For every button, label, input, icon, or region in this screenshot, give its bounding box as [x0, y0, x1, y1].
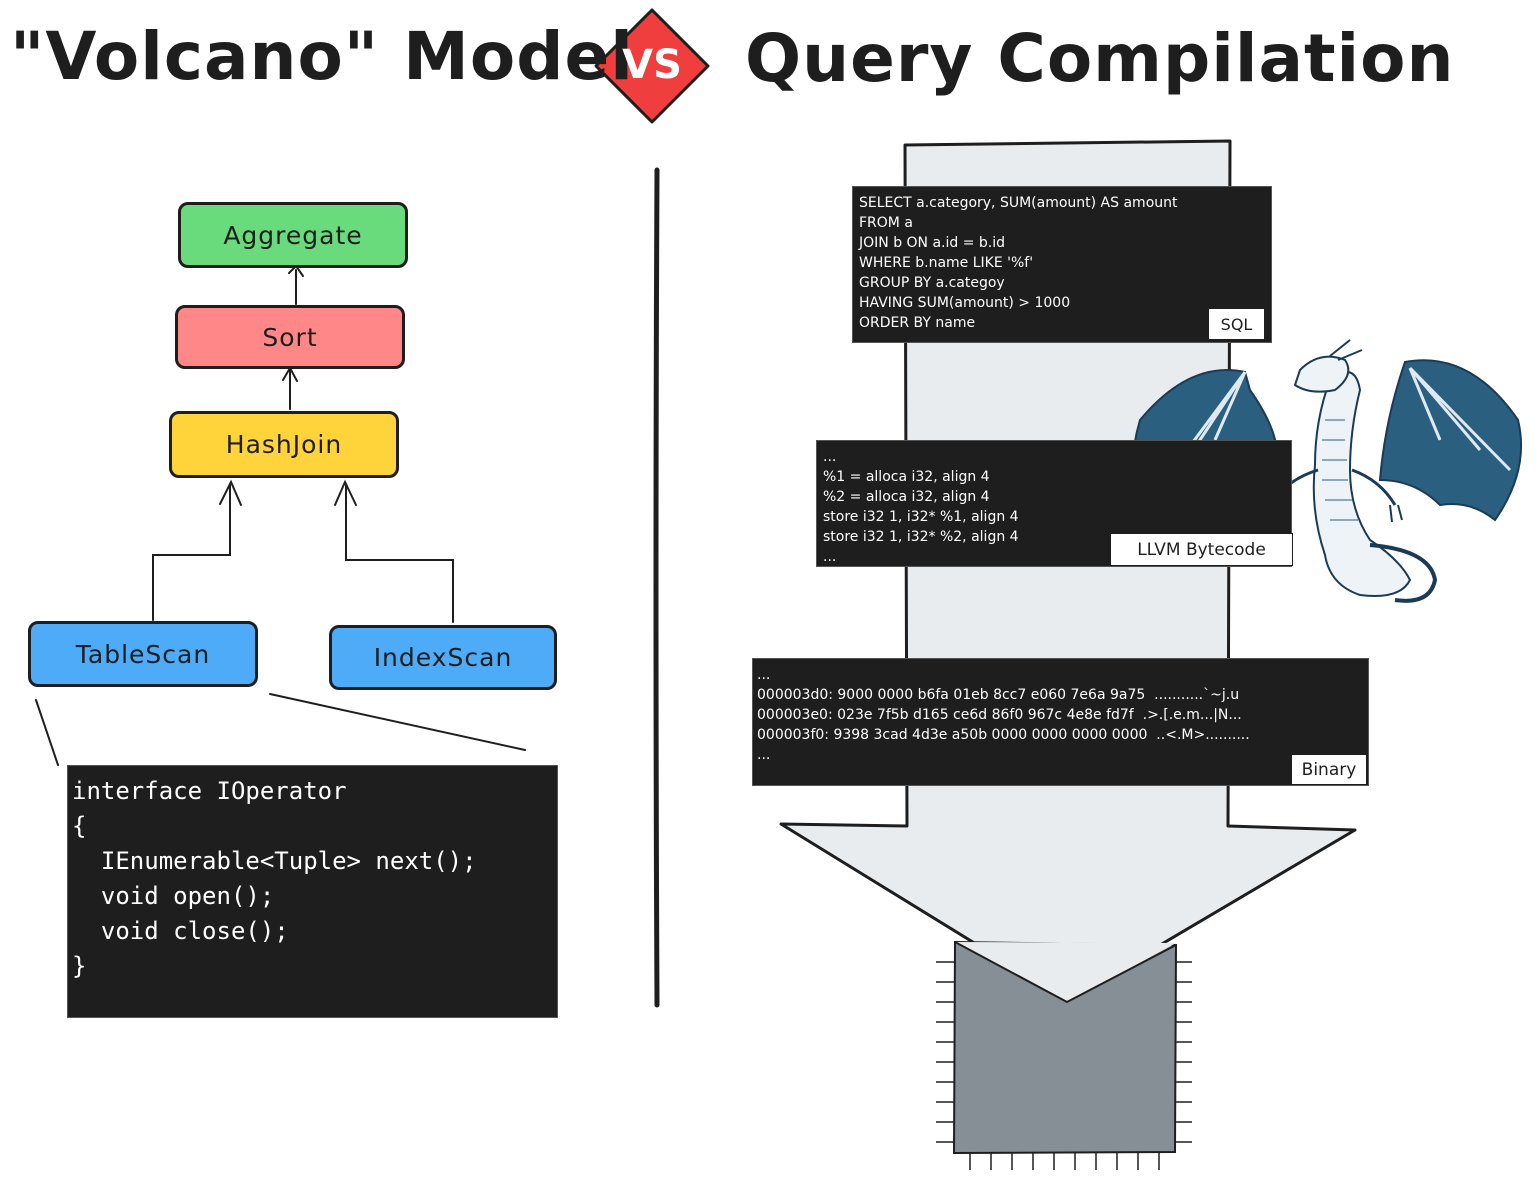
node-aggregate: Aggregate	[178, 202, 408, 268]
code-line: }	[72, 952, 87, 980]
sql-code-box: SELECT a.category, SUM(amount) AS amount…	[852, 186, 1272, 343]
code-line: ORDER BY name	[859, 315, 976, 331]
ioperator-code-box: interface IOperator { IEnumerable<Tuple>…	[67, 765, 558, 1018]
code-line: void open();	[72, 882, 275, 910]
code-line: SELECT a.category, SUM(amount) AS amount	[859, 195, 1178, 211]
binary-tag: Binary	[1291, 754, 1367, 785]
code-line: ...	[823, 549, 837, 565]
sql-tag: SQL	[1208, 308, 1265, 340]
code-line: IEnumerable<Tuple> next();	[72, 847, 477, 875]
vs-label: VS	[622, 42, 682, 88]
ioperator-code: interface IOperator { IEnumerable<Tuple>…	[72, 774, 553, 984]
node-sort: Sort	[175, 305, 405, 369]
node-tablescan: TableScan	[28, 621, 258, 687]
code-line: JOIN b ON a.id = b.id	[859, 235, 1006, 251]
llvm-code: ... %1 = alloca i32, align 4 %2 = alloca…	[823, 447, 1285, 567]
code-line: %2 = alloca i32, align 4	[823, 489, 990, 505]
code-line: FROM a	[859, 215, 913, 231]
code-line: store i32 1, i32* %1, align 4	[823, 509, 1019, 525]
divider-line	[653, 167, 660, 1008]
code-line: ...	[823, 449, 837, 465]
code-line: {	[72, 812, 87, 840]
llvm-bytecode-tag: LLVM Bytecode	[1110, 533, 1293, 566]
llvm-dragon-icon	[1131, 339, 1523, 603]
vs-badge	[594, 8, 710, 124]
code-line: WHERE b.name LIKE '%f'	[859, 255, 1034, 271]
code-line: void close();	[72, 917, 289, 945]
code-line: 000003f0: 9398 3cad 4d3e a50b 0000 0000 …	[757, 727, 1250, 743]
cpu-chip-icon	[936, 940, 1192, 1170]
title-volcano-model: "Volcano" Model	[10, 18, 634, 95]
code-line: ...	[757, 747, 771, 763]
code-line: 000003e0: 023e 7f5b d165 ce6d 86f0 967c …	[757, 707, 1242, 723]
node-hashjoin: HashJoin	[169, 411, 399, 478]
code-line: %1 = alloca i32, align 4	[823, 469, 990, 485]
code-line: 000003d0: 9000 0000 b6fa 01eb 8cc7 e060 …	[757, 687, 1240, 703]
code-line: interface IOperator	[72, 777, 347, 805]
binary-code-box: ... 000003d0: 9000 0000 b6fa 01eb 8cc7 e…	[752, 658, 1369, 786]
code-line: ...	[757, 667, 771, 683]
sql-code: SELECT a.category, SUM(amount) AS amount…	[859, 193, 1265, 333]
code-line: HAVING SUM(amount) > 1000	[859, 295, 1071, 311]
node-indexscan: IndexScan	[329, 625, 557, 690]
binary-code: ... 000003d0: 9000 0000 b6fa 01eb 8cc7 e…	[757, 665, 1364, 765]
code-line: GROUP BY a.categoy	[859, 275, 1005, 291]
code-line: store i32 1, i32* %2, align 4	[823, 529, 1019, 545]
title-query-compilation: Query Compilation	[745, 20, 1455, 97]
